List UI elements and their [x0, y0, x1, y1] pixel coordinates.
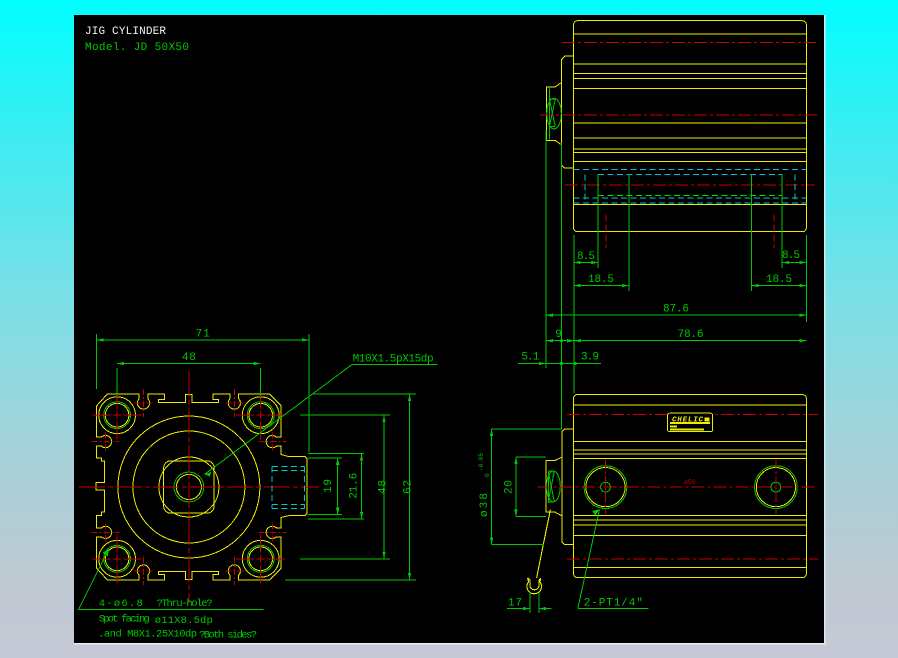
svg-text:17: 17 — [508, 598, 522, 610]
svg-text:CHELIC: CHELIC — [672, 416, 703, 424]
svg-text:8.5: 8.5 — [782, 250, 800, 262]
svg-text:ø11X8.5dp: ø11X8.5dp — [155, 615, 213, 627]
svg-text:3.9: 3.9 — [581, 352, 599, 364]
svg-text:18.5: 18.5 — [588, 274, 614, 286]
svg-text:8.5: 8.5 — [577, 251, 595, 263]
svg-text:JIG CYLINDER: JIG CYLINDER — [85, 26, 166, 38]
svg-text:48: 48 — [182, 352, 196, 364]
svg-text:78.6: 78.6 — [678, 329, 704, 341]
svg-text:48: 48 — [378, 480, 390, 494]
svg-text:4-ø6.8: 4-ø6.8 — [99, 598, 143, 610]
svg-text:Model. JD 50X50: Model. JD 50X50 — [85, 42, 189, 54]
svg-text:18.5: 18.5 — [766, 274, 792, 286]
svg-text:.and M8X1.25X10dp: .and M8X1.25X10dp — [98, 629, 197, 641]
svg-text:5.1: 5.1 — [521, 352, 539, 364]
svg-text:71: 71 — [196, 329, 210, 341]
svg-text:-0.05: -0.05 — [478, 453, 485, 471]
svg-text:0: 0 — [484, 473, 491, 477]
svg-text:19: 19 — [323, 479, 335, 493]
svg-text:9: 9 — [555, 329, 562, 341]
svg-text:62: 62 — [403, 480, 415, 494]
svg-text:20: 20 — [504, 480, 516, 494]
svg-text:21.6: 21.6 — [349, 473, 361, 499]
svg-text:2-PT1/4": 2-PT1/4" — [584, 598, 643, 610]
svg-text:ø50: ø50 — [684, 479, 696, 486]
svg-text:Spot facing: Spot facing — [99, 614, 150, 626]
svg-text:ø38: ø38 — [479, 493, 491, 517]
svg-text:M10X1.5pX15dp: M10X1.5pX15dp — [353, 354, 434, 366]
svg-text:?Both sides?: ?Both sides? — [199, 630, 257, 642]
svg-text:?Thru-hole?: ?Thru-hole? — [157, 598, 213, 610]
svg-text:87.6: 87.6 — [663, 304, 689, 316]
